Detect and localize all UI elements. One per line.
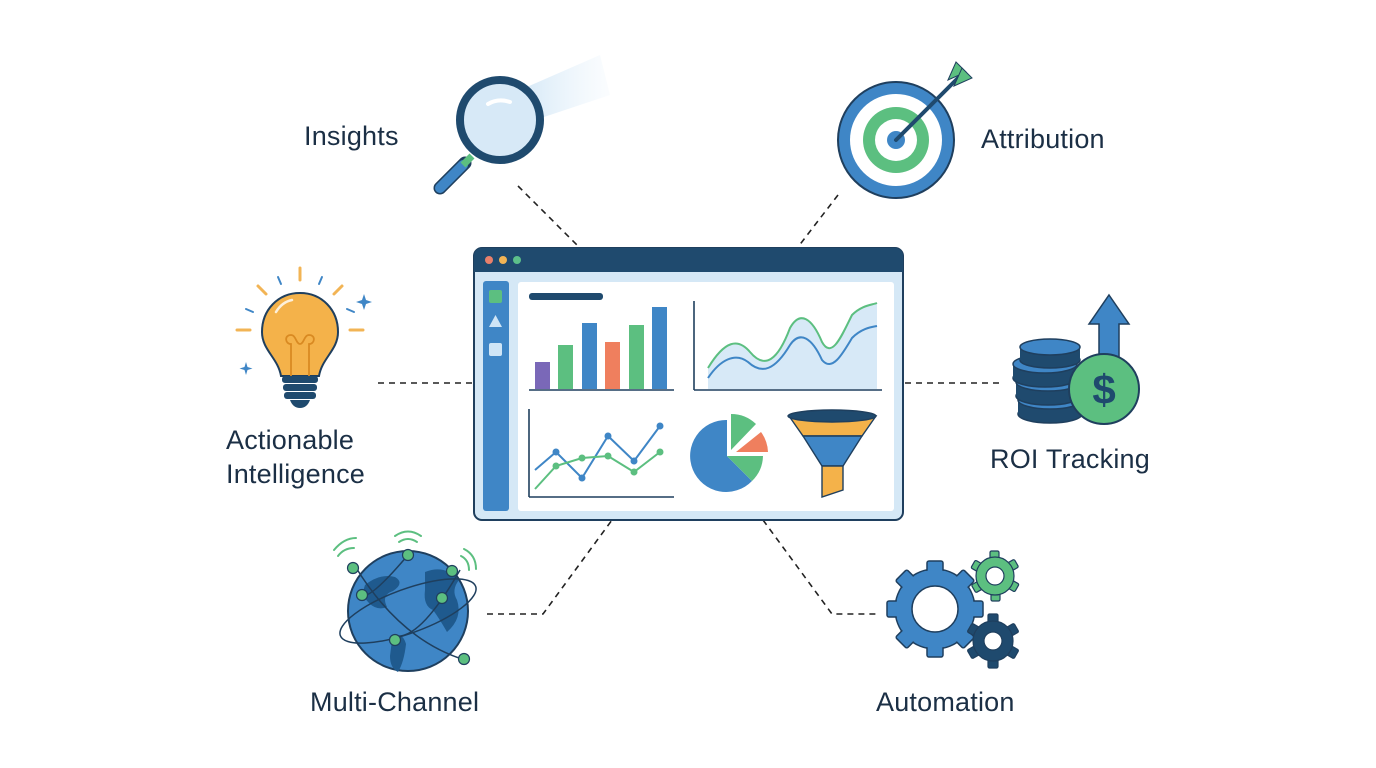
window-dot-yellow <box>499 256 507 264</box>
line-chart-panel <box>528 409 674 498</box>
connector-insights <box>517 185 579 247</box>
label-attribution: Attribution <box>981 124 1105 154</box>
funnel-panel <box>787 409 878 498</box>
label-multi-channel: Multi-Channel <box>310 687 480 717</box>
label-roi-tracking: ROI Tracking <box>990 444 1150 474</box>
svg-text:$: $ <box>1092 366 1115 413</box>
label-automation: Automation <box>876 687 1015 717</box>
label-actionable-intelligence: Actionable Intelligence <box>226 423 365 491</box>
area-chart-panel <box>693 301 882 391</box>
sidebar-square-icon[interactable] <box>489 290 502 303</box>
bar-chart-panel <box>529 293 674 391</box>
connector-automation <box>762 519 877 615</box>
sidebar-triangle-icon[interactable] <box>489 315 502 327</box>
large-gear-icon <box>886 560 984 658</box>
sidebar-square-icon[interactable] <box>489 343 502 356</box>
connector-multi-channel <box>487 519 613 615</box>
label-line-1: Actionable <box>226 425 355 455</box>
window-dot-green <box>513 256 521 264</box>
window-dot-red <box>485 256 493 264</box>
pie-chart-panel <box>690 413 768 492</box>
small-green-gear-icon <box>970 550 1020 602</box>
label-line-2: Intelligence <box>226 459 365 489</box>
dashboard-sidebar <box>483 281 509 511</box>
small-navy-gear-icon <box>967 613 1019 669</box>
label-insights: Insights <box>304 121 399 151</box>
